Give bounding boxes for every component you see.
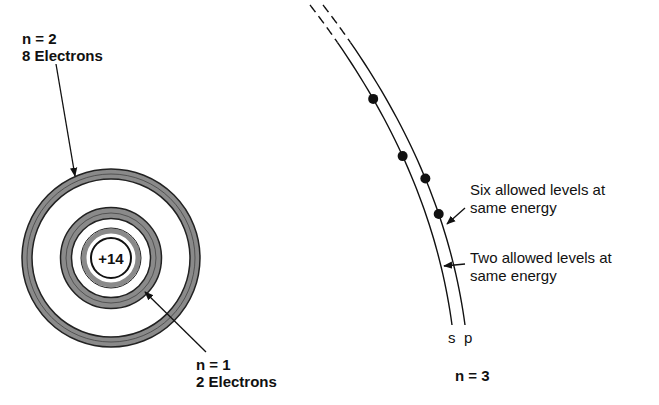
- electron-count: 8 Electrons: [22, 47, 103, 65]
- dashed-arc: [323, 5, 350, 42]
- electron-count: 2 Electrons: [196, 373, 277, 391]
- leader-line: [447, 208, 465, 224]
- shell-name: n = 2: [22, 30, 57, 48]
- subshell-name: s: [448, 329, 456, 347]
- shell-n3: [310, 5, 465, 325]
- level-note: Six allowed levels at same energy: [470, 181, 612, 217]
- leader-line: [145, 292, 206, 352]
- nucleus-ring: [81, 228, 141, 288]
- nucleus-circle: +14: [90, 237, 132, 279]
- leader-line: [56, 64, 75, 176]
- electron-dot: [434, 209, 444, 219]
- level-note: Two allowed levels at same energy: [470, 249, 612, 285]
- energy-level-arc: [337, 42, 452, 325]
- charge-label: +14: [98, 250, 123, 267]
- dashed-arc: [310, 5, 337, 42]
- electron-dot: [368, 94, 378, 104]
- electron-dot: [420, 174, 430, 184]
- subshell-name: p: [464, 329, 472, 347]
- energy-level-arc: [350, 42, 465, 325]
- electron-dot: [398, 151, 408, 161]
- shell-name: n = 1: [196, 356, 231, 374]
- shell-name: n = 3: [455, 367, 490, 385]
